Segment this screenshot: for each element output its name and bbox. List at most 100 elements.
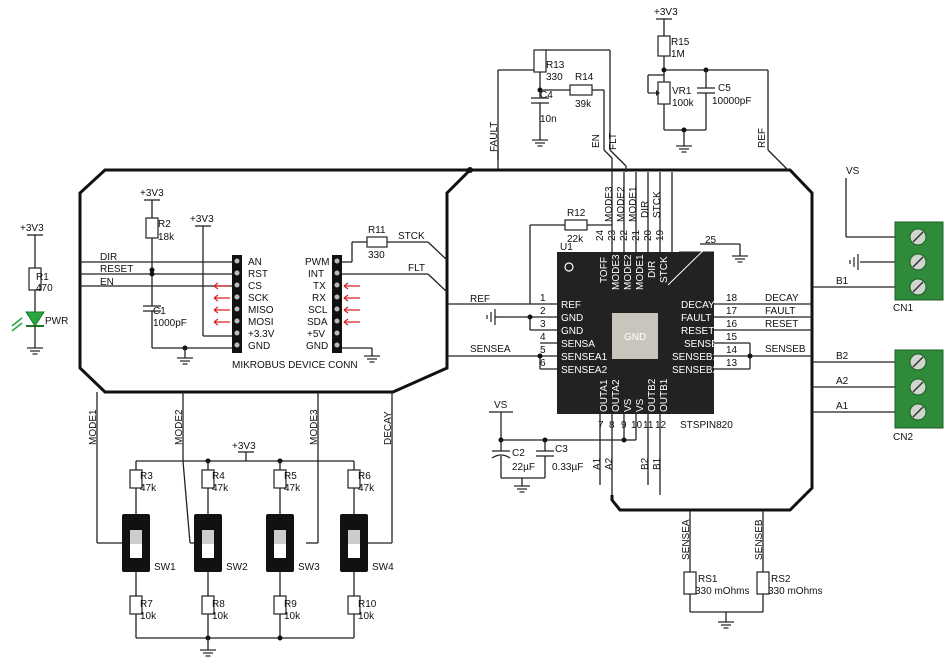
switch-section: +3V3 MODE1 MODE2 MODE3 DECAY (88, 392, 394, 657)
header-pin (334, 258, 340, 264)
mb-gnd-left: GND (248, 341, 270, 352)
top-mode2-label: MODE2 (616, 186, 627, 222)
header-pin (234, 294, 240, 300)
sw2-label: SW2 (226, 562, 248, 573)
mikrobus-unused-arrows (213, 282, 360, 326)
top-ref-label: REF (757, 128, 768, 148)
pin-num-14: 14 (726, 345, 738, 356)
sw1-label: SW1 (154, 562, 176, 573)
bot-b1-label: B1 (652, 457, 663, 470)
pin-fault: FAULT (681, 313, 711, 324)
r7-value: 10k (140, 611, 157, 622)
header-pin (234, 258, 240, 264)
r14-resistor (569, 84, 593, 96)
pin-dir: DIR (647, 261, 658, 278)
r4-value: 47k (212, 483, 229, 494)
pin-sensea1: SENSEA1 (561, 352, 608, 363)
pin-num-1: 1 (540, 293, 546, 304)
pin-num-24: 24 (595, 229, 606, 241)
mikrobus-left-header (232, 255, 242, 353)
r1-name: R1 (36, 272, 49, 283)
r12-resistor (564, 219, 588, 231)
pin-gnd3: GND (561, 326, 583, 337)
r10-name: R10 (358, 599, 377, 610)
vr1-name: VR1 (672, 86, 692, 97)
pin-sensa: SENSA (561, 339, 595, 350)
power-led-section: +3V3 R1 470 PWR (11, 223, 68, 355)
mb-an: AN (248, 257, 262, 268)
pin-num-17: 17 (726, 306, 738, 317)
pin-toff: TOFF (599, 257, 610, 283)
r6-value: 47k (358, 483, 375, 494)
r15-supply-label: +3V3 (654, 7, 678, 18)
r6-name: R6 (358, 471, 371, 482)
sw-mode2-label: MODE2 (174, 409, 185, 445)
top-dir-label: DIR (640, 201, 651, 218)
r12-name: R12 (567, 208, 586, 219)
sense-resistors: SENSEA RS1 330 mOhms SENSEB RS2 330 mOhm… (681, 510, 822, 629)
mb-33v-supply: +3V3 (190, 214, 214, 225)
r13-name: R13 (546, 60, 565, 71)
pin-num-12: 12 (655, 420, 667, 431)
board-outline (78, 168, 474, 394)
r14-name: R14 (575, 72, 594, 83)
r11-name: R11 (368, 225, 386, 236)
mb-tx: TX (313, 281, 326, 292)
pin-outb2: OUTB2 (647, 378, 658, 412)
c4-name: C4 (540, 90, 553, 101)
pin-mode3: MODE3 (611, 254, 622, 290)
en-label: EN (100, 277, 114, 288)
ref-net-label: REF (470, 294, 490, 305)
top-mode1-label: MODE1 (628, 186, 639, 222)
pin-vs9: VS (623, 398, 634, 412)
pin-gnd2: GND (561, 313, 583, 324)
rs1-value: 330 mOhms (695, 586, 749, 597)
header-pin (234, 282, 240, 288)
r2-supply-label: +3V3 (140, 188, 164, 199)
senseb-net-label: SENSEB (765, 344, 806, 355)
pin-num-2: 2 (540, 306, 546, 317)
mb-sck: SCK (248, 293, 269, 304)
rs-sensea-label: SENSEA (681, 519, 692, 560)
pin-outa2: OUTA2 (611, 379, 622, 412)
pin-num-25: 25 (705, 235, 717, 246)
c2-name: C2 (512, 448, 525, 459)
fault-net-label: FAULT (765, 306, 795, 317)
cn2-label: CN2 (893, 432, 913, 443)
r3-value: 47k (140, 483, 157, 494)
r11-flt-label: FLT (408, 263, 425, 274)
pin-sensb: SENSB (684, 339, 718, 350)
r10-value: 10k (358, 611, 375, 622)
c4-value: 10n (540, 114, 557, 125)
chip-exposed-pad (612, 313, 658, 359)
r9-name: R9 (284, 599, 297, 610)
sw-mode1-label: MODE1 (88, 409, 99, 445)
cn1-label: CN1 (893, 303, 913, 314)
pin-decay: DECAY (681, 300, 715, 311)
header-pin (334, 294, 340, 300)
r12-value: 22k (567, 234, 584, 245)
c5-name: C5 (718, 83, 731, 94)
pin-num-15: 15 (726, 332, 738, 343)
pin-reset: RESET (681, 326, 714, 337)
pin-senseb2: SENSEB2 (672, 365, 719, 376)
r14-value: 39k (575, 99, 592, 110)
r1-supply-label: +3V3 (20, 223, 44, 234)
r8-name: R8 (212, 599, 225, 610)
mb-mosi: MOSI (248, 317, 274, 328)
r9-value: 10k (284, 611, 301, 622)
mb-int: INT (308, 269, 324, 280)
header-pin (234, 270, 240, 276)
sw-decay-label: DECAY (383, 411, 394, 445)
pwr-label: PWR (45, 316, 68, 327)
c1-name: C1 (153, 306, 166, 317)
header-pin (334, 342, 340, 348)
r8-value: 10k (212, 611, 229, 622)
top-stck-label: STCK (652, 191, 663, 218)
pin-vs10: VS (635, 398, 646, 412)
sw-supply-label: +3V3 (232, 441, 256, 452)
mb-5v: +5V (307, 329, 325, 340)
sw4-label: SW4 (372, 562, 394, 573)
r3-name: R3 (140, 471, 153, 482)
